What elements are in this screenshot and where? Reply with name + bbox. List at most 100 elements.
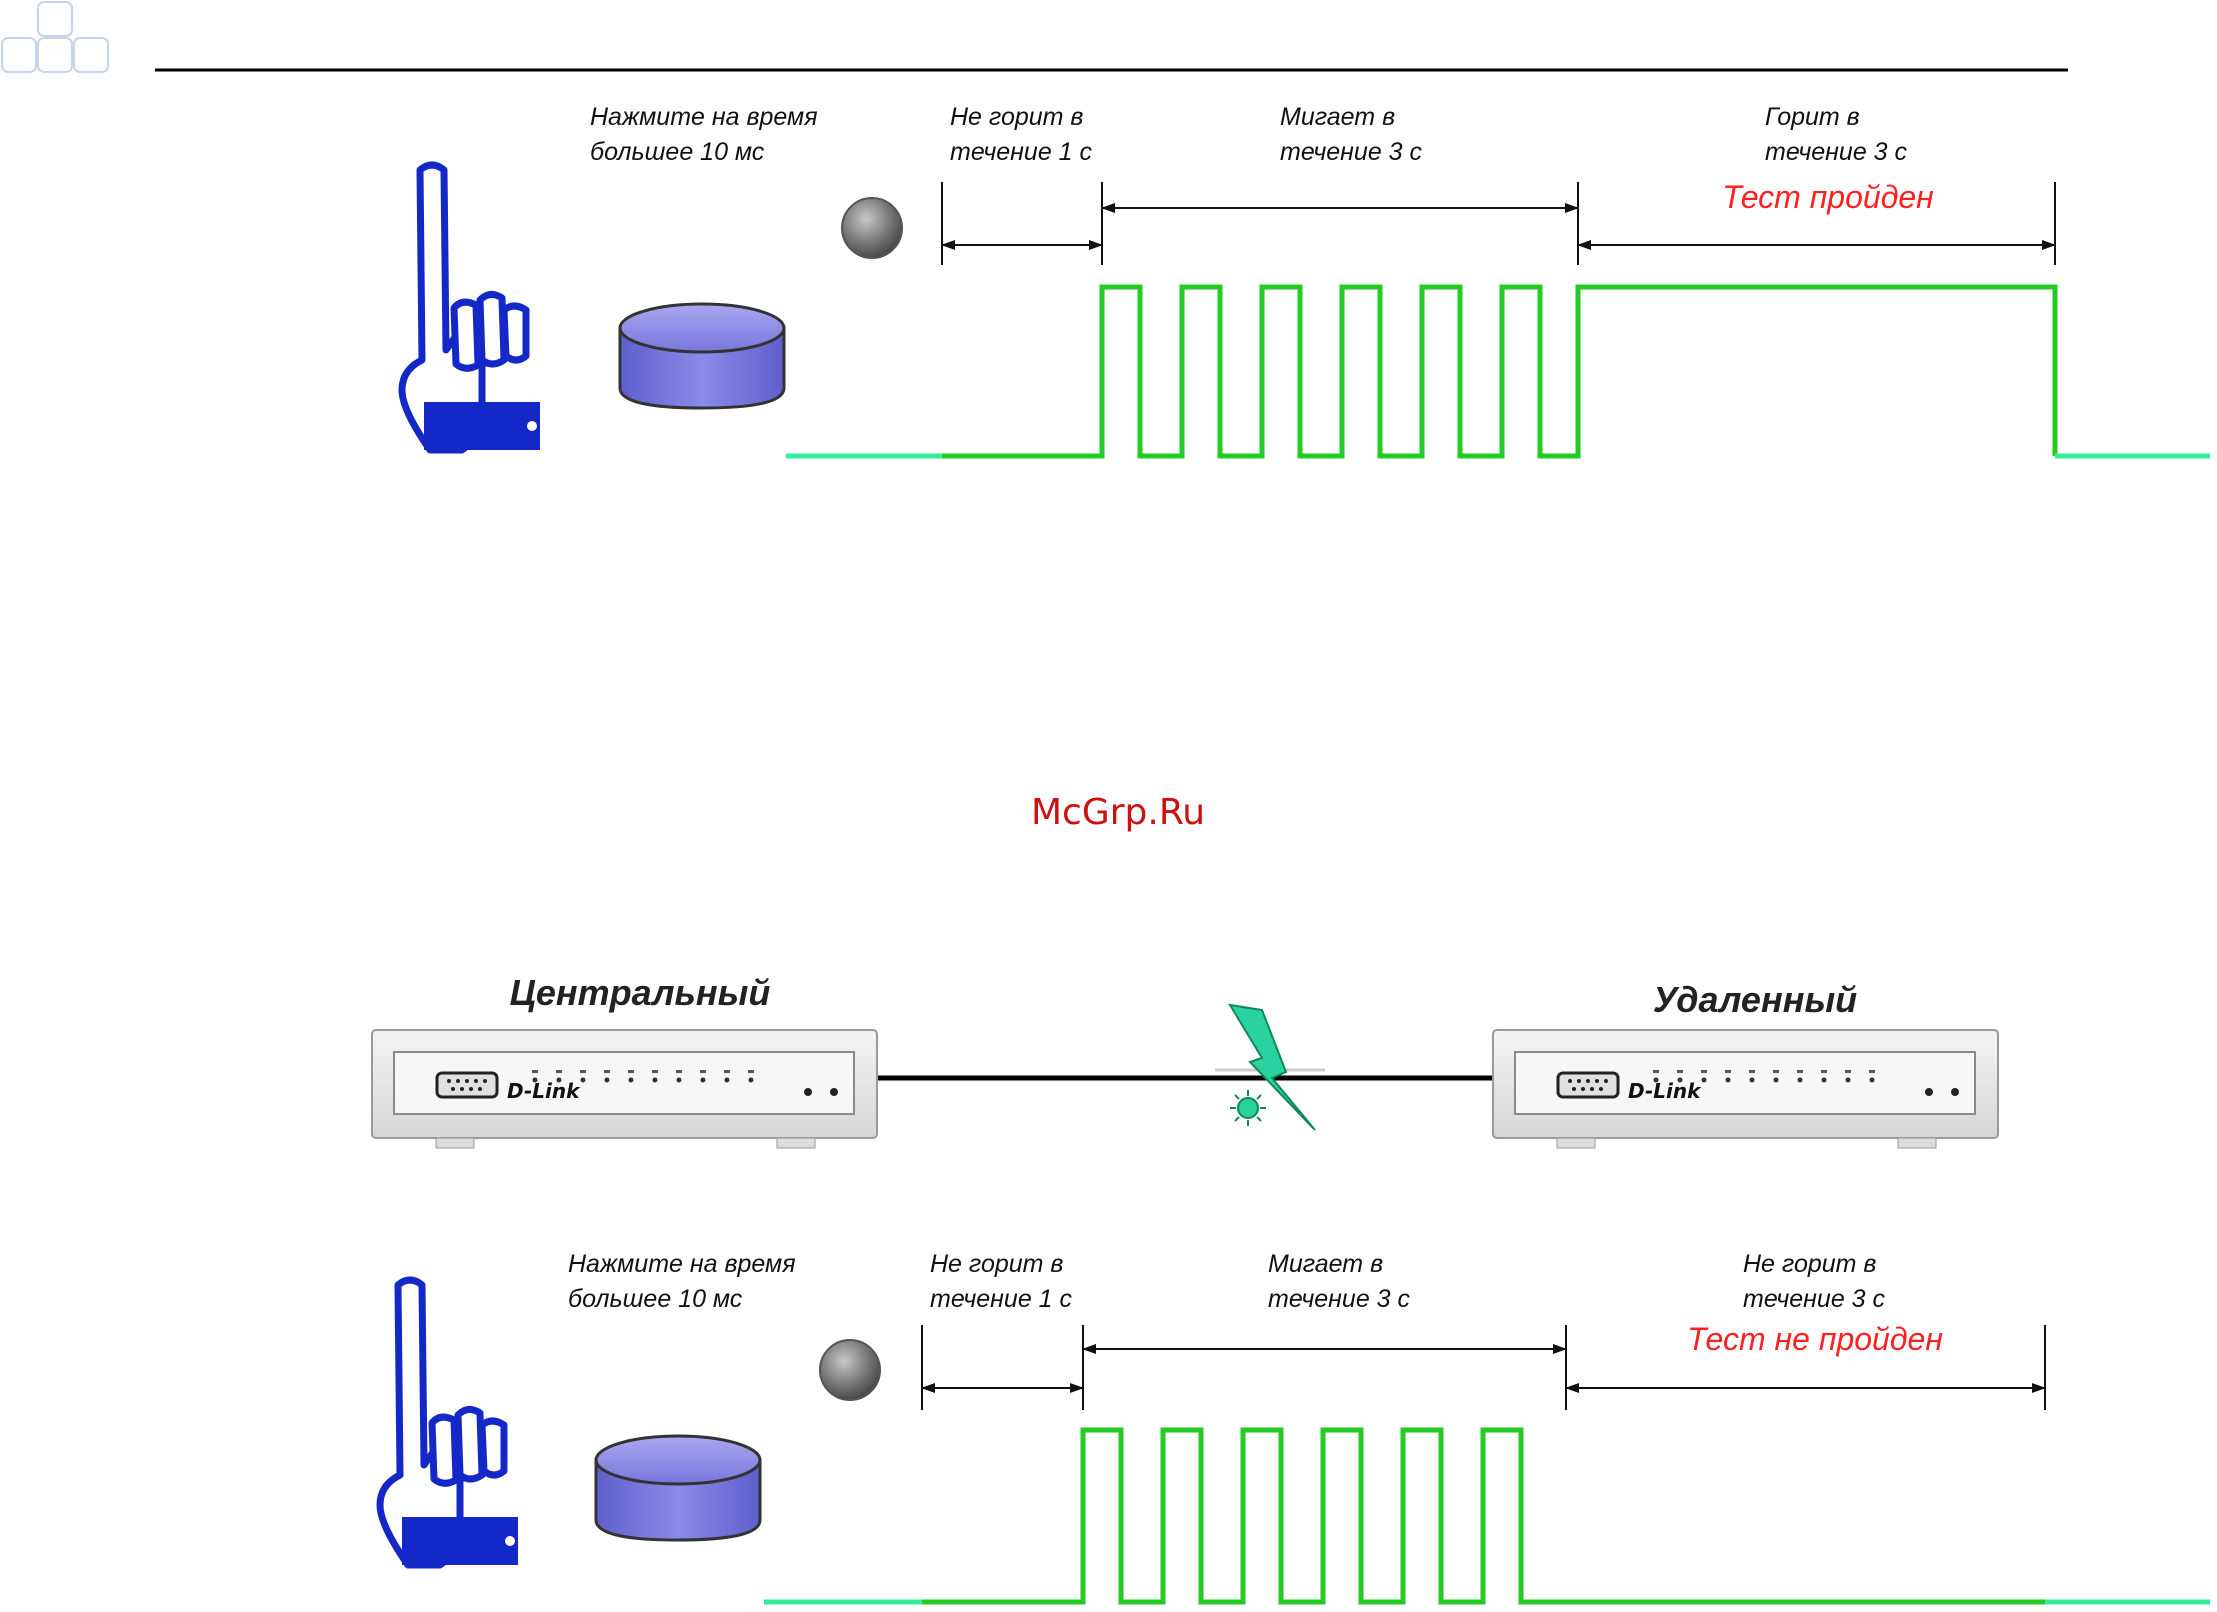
status-led-dot bbox=[1702, 1078, 1707, 1083]
status-led bbox=[580, 1070, 586, 1073]
serial-pin bbox=[478, 1087, 482, 1091]
status-led-dot bbox=[605, 1078, 610, 1083]
device-brand-label: D-Link bbox=[1628, 1079, 1702, 1103]
hand-finger-3 bbox=[458, 1409, 482, 1479]
serial-pin bbox=[474, 1079, 478, 1083]
serial-port-icon bbox=[437, 1073, 497, 1097]
phase-blink-line2: течение 3 с bbox=[1268, 1285, 1411, 1313]
serial-pin bbox=[1595, 1079, 1599, 1083]
hand-finger-4 bbox=[482, 1421, 504, 1475]
serial-pin bbox=[1604, 1079, 1608, 1083]
device-foot bbox=[1898, 1138, 1936, 1148]
pointing-hand-icon bbox=[380, 1280, 518, 1565]
serial-pin bbox=[483, 1079, 487, 1083]
phase-blink-line1: Мигает в bbox=[1280, 103, 1395, 131]
button-top bbox=[620, 304, 784, 352]
led-indicator-icon bbox=[842, 198, 902, 258]
squares-logo-icon bbox=[2, 2, 108, 72]
status-led bbox=[1869, 1070, 1875, 1073]
serial-pin bbox=[469, 1087, 473, 1091]
serial-pin bbox=[1586, 1079, 1590, 1083]
device-brand-label: D-Link bbox=[507, 1079, 581, 1103]
serial-pin bbox=[1581, 1087, 1585, 1091]
status-led bbox=[700, 1070, 706, 1073]
cuff-button bbox=[527, 421, 537, 431]
status-led-dot bbox=[1678, 1078, 1683, 1083]
status-led-dot bbox=[557, 1078, 562, 1083]
status-led bbox=[652, 1070, 658, 1073]
press-instruction-line1: Нажмите на время bbox=[568, 1250, 796, 1278]
device-foot bbox=[436, 1138, 474, 1148]
phase-off-line2: течение 1 с bbox=[930, 1285, 1073, 1313]
status-led bbox=[1653, 1070, 1659, 1073]
watermark: McGrp.Ru bbox=[1031, 792, 1205, 833]
serial-pin bbox=[460, 1087, 464, 1091]
test-result-label: Тест пройден bbox=[1722, 179, 1934, 215]
serial-pin bbox=[451, 1087, 455, 1091]
status-led bbox=[1821, 1070, 1827, 1073]
device-foot bbox=[777, 1138, 815, 1148]
press-instruction-line2: большее 10 мс bbox=[590, 138, 765, 166]
status-led-dot bbox=[1774, 1078, 1779, 1083]
status-led bbox=[748, 1070, 754, 1073]
reset-button-icon bbox=[830, 1088, 838, 1096]
device-diagram: Центральный Удаленный D-Link D-Link bbox=[372, 972, 1998, 1148]
panel-test-passed: Нажмите на время большее 10 мс Не горит в т… bbox=[402, 103, 2210, 456]
press-button-icon bbox=[620, 304, 784, 408]
status-led bbox=[1773, 1070, 1779, 1073]
cuff-button bbox=[505, 1536, 515, 1546]
serial-pin bbox=[1577, 1079, 1581, 1083]
led-indicator-icon bbox=[820, 1340, 880, 1400]
status-led-dot bbox=[581, 1078, 586, 1083]
power-led bbox=[804, 1088, 812, 1096]
status-led bbox=[676, 1070, 682, 1073]
status-led-dot bbox=[1846, 1078, 1851, 1083]
phase-blink-line1: Мигает в bbox=[1268, 1250, 1383, 1278]
button-top bbox=[596, 1436, 760, 1484]
hand-cuff bbox=[424, 402, 540, 450]
reset-button-icon bbox=[1951, 1088, 1959, 1096]
status-led-dot bbox=[1822, 1078, 1827, 1083]
remote-device-title: Удаленный bbox=[1653, 979, 1857, 1020]
status-led-dot bbox=[1750, 1078, 1755, 1083]
status-led-dot bbox=[1870, 1078, 1875, 1083]
serial-pin bbox=[456, 1079, 460, 1083]
hand-finger-4 bbox=[504, 306, 526, 360]
central-device: D-Link bbox=[372, 1030, 877, 1148]
phase-final-line2: течение 3 с bbox=[1743, 1285, 1886, 1313]
serial-pin bbox=[447, 1079, 451, 1083]
phase-off-line1: Не горит в bbox=[950, 103, 1083, 131]
hand-finger-3 bbox=[480, 294, 504, 364]
phase-final-line1: Горит в bbox=[1765, 103, 1860, 131]
status-led-dot bbox=[1798, 1078, 1803, 1083]
status-led bbox=[1845, 1070, 1851, 1073]
signal-waveform bbox=[922, 1430, 2045, 1602]
phase-off-line2: течение 1 с bbox=[950, 138, 1093, 166]
serial-pin bbox=[465, 1079, 469, 1083]
hand-cuff bbox=[402, 1517, 518, 1565]
status-led-dot bbox=[629, 1078, 634, 1083]
status-led bbox=[724, 1070, 730, 1073]
phase-final-line2: течение 3 с bbox=[1765, 138, 1908, 166]
status-led-dot bbox=[1654, 1078, 1659, 1083]
press-button-icon bbox=[596, 1436, 760, 1540]
status-led-dot bbox=[677, 1078, 682, 1083]
status-led bbox=[1701, 1070, 1707, 1073]
status-led bbox=[628, 1070, 634, 1073]
serial-pin bbox=[1572, 1087, 1576, 1091]
serial-port-icon bbox=[1558, 1073, 1618, 1097]
serial-pin bbox=[1568, 1079, 1572, 1083]
press-instruction-line1: Нажмите на время bbox=[590, 103, 818, 131]
status-led-dot bbox=[533, 1078, 538, 1083]
phase-blink-line2: течение 3 с bbox=[1280, 138, 1423, 166]
test-result-label: Тест не пройден bbox=[1687, 1321, 1943, 1357]
signal-waveform bbox=[942, 287, 2055, 456]
hand-finger-2 bbox=[432, 1417, 456, 1483]
status-led bbox=[1677, 1070, 1683, 1073]
status-led-dot bbox=[701, 1078, 706, 1083]
central-device-title: Центральный bbox=[510, 972, 771, 1013]
status-led bbox=[1749, 1070, 1755, 1073]
remote-device: D-Link bbox=[1493, 1030, 1998, 1148]
status-led bbox=[556, 1070, 562, 1073]
